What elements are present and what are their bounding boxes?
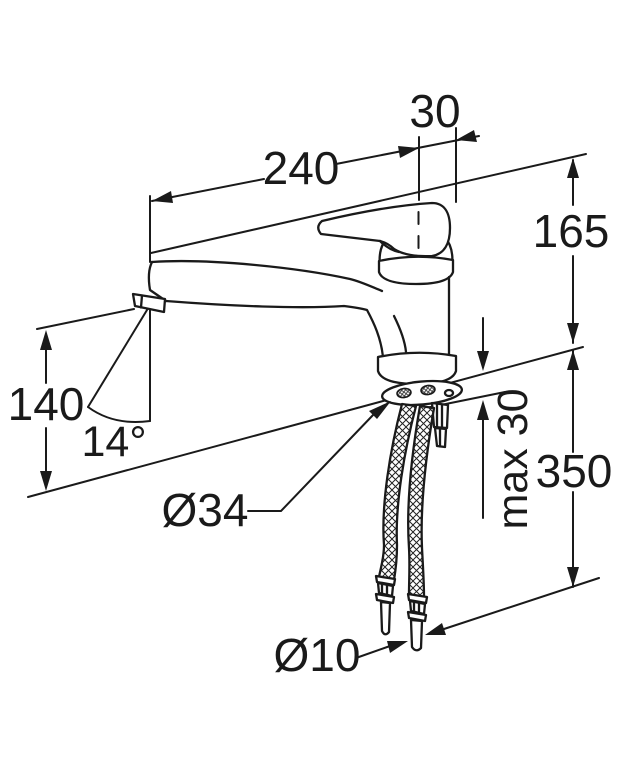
arrowhead-140-bottom	[40, 471, 52, 491]
label-handle-offset: 30	[409, 85, 460, 137]
faucet-body-column	[369, 282, 449, 357]
label-height-above-deck: 165	[533, 205, 610, 257]
label-deck-hole-diameter: Ø34	[162, 484, 249, 536]
dim-dia34-group	[247, 401, 391, 512]
spout-tip-face	[147, 260, 168, 303]
connector-pipe-right	[409, 618, 424, 652]
arrowhead-dia34	[369, 401, 391, 419]
label-hose-length: 350	[536, 445, 613, 497]
dim-240-30-group	[149, 127, 480, 263]
arrowhead-240-right	[398, 146, 419, 158]
dim-165-group	[150, 153, 587, 344]
arrowhead-240-left	[152, 191, 173, 203]
dimension-annotations: 30 240 165 140 14° Ø34 max 30 350 Ø10	[8, 85, 613, 681]
handle-joint-detail	[378, 239, 401, 254]
top-reference-line	[150, 153, 587, 254]
handle-lever	[317, 201, 452, 258]
spray-angle-cone	[87, 309, 151, 424]
dim-140-group	[36, 308, 135, 491]
aerator-lip	[139, 294, 144, 309]
leader-line-dia34	[247, 413, 375, 512]
arrowhead-165-top	[567, 158, 579, 178]
aerator-reference-line	[36, 308, 135, 330]
arrowhead-350-bottom	[567, 567, 579, 587]
flange-screw-left	[396, 387, 412, 399]
hose-fitting-left	[374, 574, 397, 636]
label-spray-angle: 14°	[81, 418, 146, 466]
dim-dia10-group	[355, 577, 600, 659]
spout-bottom-edge	[164, 299, 385, 359]
connector-pipe-left	[379, 600, 392, 636]
arrowhead-165-bottom	[567, 323, 579, 343]
supply-hose-right	[407, 404, 436, 599]
arrowhead-dia10-right	[425, 623, 446, 635]
spout-top-edge	[150, 259, 384, 293]
base-collar-ring	[376, 351, 458, 386]
mounting-stud	[430, 401, 450, 449]
neck-ring	[377, 255, 455, 286]
dim-line-dia10-hose-bottom	[443, 577, 600, 630]
label-connector-pipe-diameter: Ø10	[274, 629, 361, 681]
label-spout-outlet-height: 140	[8, 378, 85, 430]
arrowhead-max30-upper	[477, 351, 489, 371]
arrowhead-140-top	[40, 330, 52, 350]
label-spout-reach: 240	[263, 142, 340, 194]
leader-line-dia10	[355, 645, 391, 659]
hose-fitting-right	[406, 592, 429, 652]
arrowhead-30-right	[456, 130, 477, 142]
arrowhead-350-top	[567, 350, 579, 370]
dim-max30-group	[477, 317, 489, 519]
spout	[148, 261, 382, 307]
body-inner-curve	[392, 314, 408, 354]
label-max-deck-thickness: max 30	[489, 388, 537, 529]
faucet-body-group	[131, 201, 464, 652]
arrowhead-dia10-left	[387, 641, 408, 653]
flange-hole	[443, 388, 455, 398]
dim-350-group	[567, 349, 579, 588]
counter-top-surface-line	[27, 346, 584, 498]
flange-screw-right	[420, 384, 436, 396]
arrowhead-max30-lower	[477, 400, 489, 420]
